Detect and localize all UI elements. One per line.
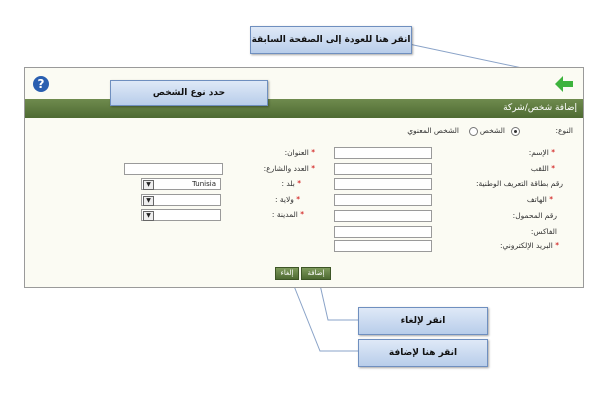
email-label: * البريد الإلكتروني: — [500, 241, 559, 250]
street-input[interactable] — [124, 163, 223, 175]
chevron-down-icon: ▼ — [143, 180, 154, 190]
page-title-bar: إضافة شخص/شركة — [25, 99, 583, 118]
address-label: * العنوان: — [284, 148, 315, 157]
radio-person-label: الشخص — [479, 126, 505, 135]
mobile-label: رقم المحمول: — [512, 211, 557, 220]
add-person-panel: ? إضافة شخص/شركة النوع: الشخص الشخص المع… — [24, 67, 584, 288]
city-select[interactable]: ▼ — [141, 209, 221, 221]
help-icon[interactable]: ? — [33, 76, 49, 92]
name-input[interactable] — [334, 147, 432, 159]
cancel-button[interactable]: إلغاء — [275, 267, 299, 280]
radio-legal-entity[interactable] — [469, 127, 478, 136]
email-input[interactable] — [334, 240, 432, 252]
fax-label: الفاكس: — [530, 227, 557, 236]
id-card-label: رقم بطاقة التعريف الوطنية: — [475, 179, 563, 188]
page-title: إضافة شخص/شركة — [503, 103, 577, 113]
country-label: * بلد : — [281, 179, 301, 188]
phone-input[interactable] — [334, 194, 432, 206]
phone-label: * الهاتف — [526, 195, 553, 204]
mobile-input[interactable] — [334, 210, 432, 222]
street-label: * العدد والشارع: — [263, 164, 315, 173]
toolbar: ? — [25, 68, 583, 99]
title-label: * اللقب — [530, 164, 555, 173]
callout-add: انقر هنا لإضافة — [358, 339, 488, 367]
state-label: * ولاية : — [274, 195, 300, 204]
add-button[interactable]: إضافة — [301, 267, 331, 280]
callout-type: حدد نوع الشخص — [110, 80, 268, 106]
country-select-value: Tunisia — [192, 180, 216, 188]
state-select[interactable]: ▼ — [141, 194, 221, 206]
country-select[interactable]: ▼ Tunisia — [141, 178, 221, 190]
chevron-down-icon: ▼ — [143, 211, 154, 221]
title-input[interactable] — [334, 163, 432, 175]
chevron-down-icon: ▼ — [143, 196, 154, 206]
name-label: * الإسم: — [528, 148, 555, 157]
radio-legal-label: الشخص المعنوي — [407, 126, 459, 135]
callout-back: انقر هنا للعودة إلى الصفحة السابقة — [250, 26, 412, 54]
type-label: النوع: — [555, 126, 573, 135]
callout-cancel: انقر لإلغاء — [358, 307, 488, 335]
id-card-input[interactable] — [334, 178, 432, 190]
city-label: * المدينة : — [271, 210, 304, 219]
back-arrow-icon[interactable] — [555, 76, 573, 92]
fax-input[interactable] — [334, 226, 432, 238]
radio-person[interactable] — [511, 127, 520, 136]
